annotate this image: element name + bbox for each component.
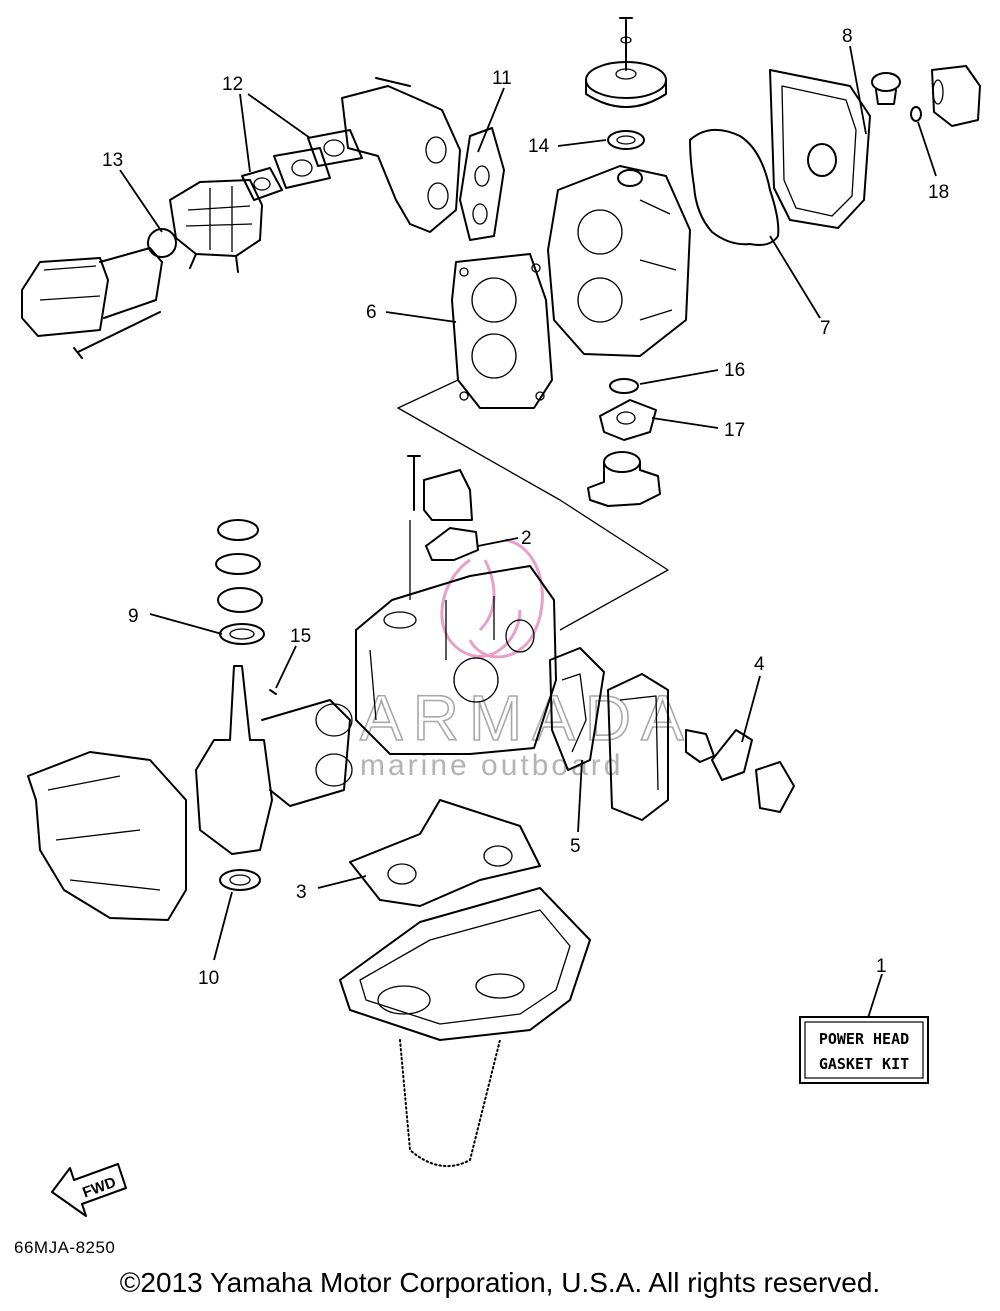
callout-13: 13 [102,150,123,171]
leader-lines [119,45,937,1019]
part-manifold-gasket [459,127,505,241]
leader-18 [917,121,937,177]
callout-18: 18 [928,182,949,203]
part-cylinder-block [355,565,557,755]
leader-7 [769,235,821,319]
callout-5: 5 [570,836,581,857]
part-bracket [407,455,473,521]
fwd-arrow-icon: FWD [51,1163,127,1217]
assembly-guide-lines [397,379,669,631]
leader-3 [317,875,367,889]
part-intake-gaskets [241,129,363,201]
part-oil-seal-9 [219,623,265,645]
callout-1: 1 [876,956,887,977]
callout-16: 16 [724,360,745,381]
callout-numbers: 1 2 3 4 5 6 7 8 9 10 11 12 13 14 15 16 1… [102,26,949,989]
leader-5 [577,759,583,833]
kit-box-line-1: POWER HEAD [819,1030,909,1048]
callout-7: 7 [820,318,831,339]
part-exhaust-guide [339,887,591,1167]
part-carburetor [169,179,263,273]
leader-15 [275,645,297,689]
leader-2 [477,537,519,547]
part-oil-seal-14 [607,130,645,150]
callout-11: 11 [492,68,512,89]
callout-10: 10 [198,968,219,989]
leader-12 [239,93,311,173]
part-pump-gasket-17 [599,399,657,441]
part-head-gasket [451,253,553,409]
part-head-cover-gasket [689,129,780,246]
gasket-kit-box: POWER HEAD GASKET KIT [799,1016,929,1084]
part-oil-pump [587,451,661,507]
callout-8: 8 [842,26,853,47]
callout-3: 3 [296,882,307,903]
leader-11 [477,87,505,153]
leader-4 [741,675,761,743]
part-cylinder-head [547,165,691,357]
part-oring-16 [609,378,639,394]
callout-17: 17 [724,420,745,441]
part-gasket-2 [425,527,479,561]
leader-13 [119,169,163,233]
callout-15: 15 [290,626,311,647]
callout-6: 6 [366,302,377,323]
leader-17 [651,417,719,429]
part-crankshaft [195,665,353,855]
part-crankcase [27,751,187,921]
part-intake-manifold [341,77,461,233]
part-cap-8 [871,72,901,105]
part-thermostat [685,729,795,813]
part-thermostat-cover [931,65,981,127]
part-base-gasket-3 [349,799,541,907]
part-air-silencer [21,228,177,359]
part-exhaust-gasket-5 [549,647,605,771]
part-oring-18 [910,106,922,122]
part-oil-seal-10 [219,869,261,891]
callout-2: 2 [521,528,532,549]
part-pin-15 [269,689,277,695]
part-timing-gear [585,17,667,108]
part-thermostat-gasket-4 [711,729,753,781]
leader-6 [385,311,457,323]
watermark-logo [440,538,544,659]
drawing-code: 66MJA-8250 [14,1238,116,1257]
callout-9: 9 [128,606,139,627]
copyright-notice: ©2013 Yamaha Motor Corporation, U.S.A. A… [119,1267,881,1298]
leader-14 [557,139,607,147]
leader-9 [149,613,223,635]
part-exhaust-cover [607,673,669,821]
kit-box-line-2: GASKET KIT [819,1055,909,1073]
callout-14: 14 [528,136,550,157]
part-crank-bearings [215,519,263,613]
part-head-cover [769,69,871,229]
leader-10 [213,891,233,961]
callout-12: 12 [222,74,243,95]
watermark-brand: ARMADA [360,682,694,754]
leader-1 [867,973,883,1019]
leader-16 [639,369,719,385]
callout-4: 4 [754,654,765,675]
leader-8 [849,45,867,135]
